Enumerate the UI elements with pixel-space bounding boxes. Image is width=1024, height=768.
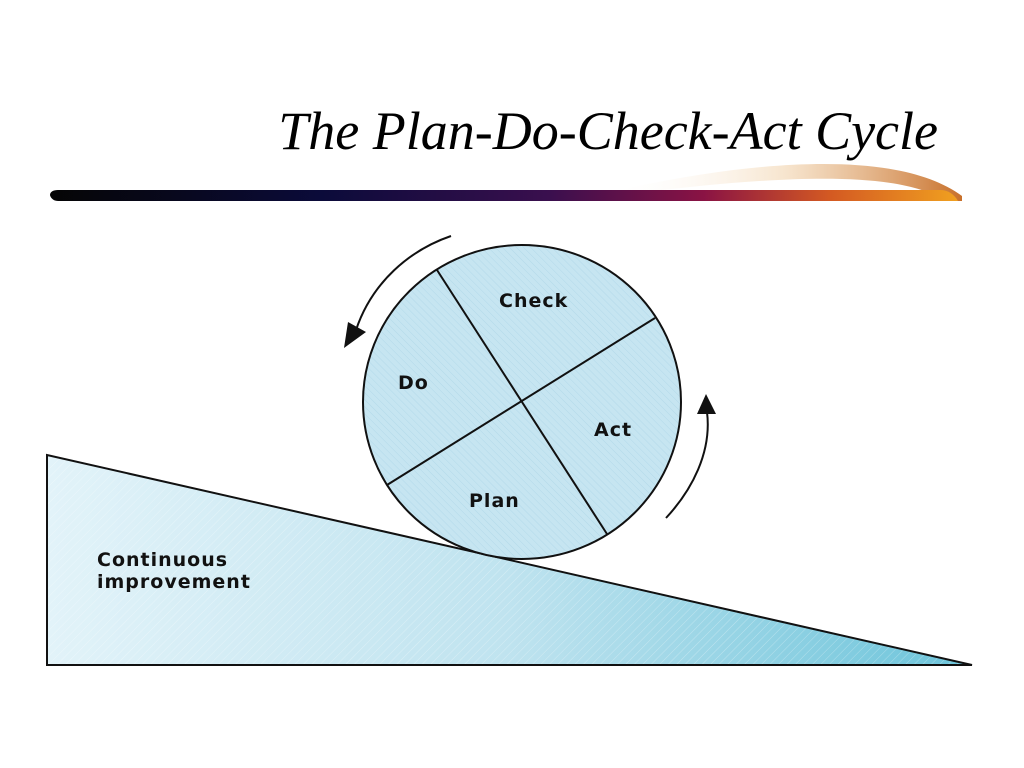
wheel-divider-2 [386,317,656,486]
rotation-arrow-bottom-right-icon [665,394,716,519]
segment-act-label: Act [594,419,632,441]
segment-check-label: Check [499,290,568,312]
pdca-diagram: Continuous improvement Check Do Act Plan [46,235,973,666]
title-underline-swoosh [50,163,962,201]
pdca-wheel [362,244,682,560]
segment-do-label: Do [398,372,429,394]
improvement-ramp [46,453,973,666]
ramp-label-line2: improvement [97,571,251,593]
ramp-label-line1: Continuous [97,549,228,571]
slide-title: The Plan-Do-Check-Act Cycle [278,101,938,161]
segment-plan-label: Plan [469,490,520,512]
rotation-arrow-top-left-icon [344,235,452,348]
